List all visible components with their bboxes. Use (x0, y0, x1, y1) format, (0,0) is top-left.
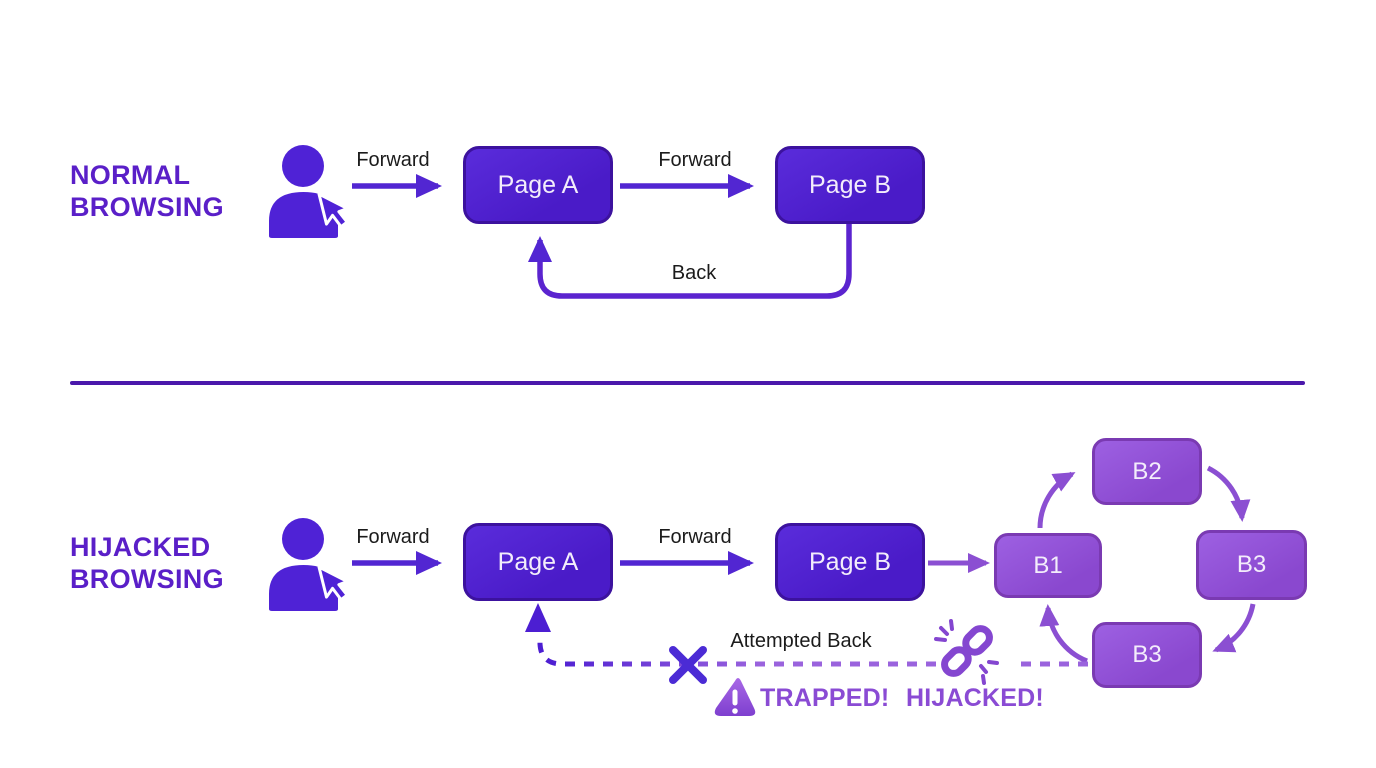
forward-label: Forward (356, 149, 430, 171)
attempted-back-dash-left (537, 637, 936, 667)
x-mark-icon (669, 646, 707, 684)
node-b2: B2 (1092, 438, 1202, 505)
back-label: Back (671, 262, 717, 284)
hijacked-browsing-title: HIJACKED BROWSING (70, 532, 224, 594)
attempted-back-label: Attempted Back (730, 630, 872, 652)
forward-label: Forward (658, 149, 732, 171)
forward-label: Forward (356, 526, 430, 548)
broken-link-icon (934, 619, 999, 685)
node-page-a-normal: Page A (463, 146, 613, 224)
trapped-label: TRAPPED! (760, 684, 890, 712)
node-page-b-normal: Page B (775, 146, 925, 224)
cycle-arrow-b3-b3 (1212, 603, 1256, 653)
attempted-back-arrowhead (525, 603, 551, 632)
node-page-a-hijacked: Page A (463, 523, 613, 601)
node-b3-right: B3 (1196, 530, 1307, 600)
section-divider (70, 381, 1305, 385)
cycle-arrow-b1-b2 (1037, 471, 1076, 529)
forward-label: Forward (658, 526, 732, 548)
cycle-arrow-b3-b1 (1039, 604, 1088, 664)
cycle-arrow-b2-b3 (1206, 465, 1251, 522)
hijacked-label: HIJACKED! (906, 684, 1044, 712)
node-b3-bottom: B3 (1092, 622, 1202, 688)
warning-triangle-icon (714, 678, 756, 716)
node-page-b-hijacked: Page B (775, 523, 925, 601)
back-arrow-normal (528, 224, 852, 299)
node-b1: B1 (994, 533, 1102, 598)
normal-browsing-title: NORMAL BROWSING (70, 160, 224, 222)
